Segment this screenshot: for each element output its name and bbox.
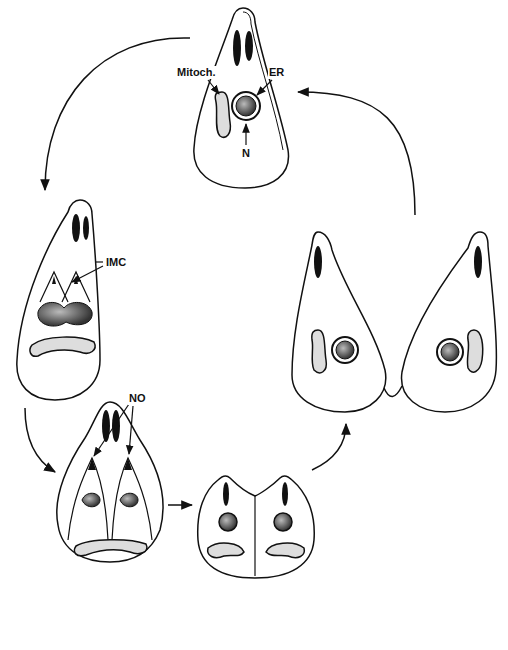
cycle-arrow: [168, 504, 192, 506]
separating-daughters: [292, 232, 496, 412]
cycle-arrow: [298, 92, 415, 215]
daughters-forming: [198, 476, 315, 578]
leader-lines: [72, 80, 272, 456]
part-label: N: [241, 147, 251, 160]
cycle-arrow: [25, 408, 55, 472]
part-label: IMC: [105, 256, 127, 269]
part-label: NO: [128, 392, 147, 405]
part-label: ER: [268, 66, 285, 79]
mother-cell: [194, 8, 289, 188]
part-label: Mitoch.: [176, 66, 217, 79]
cycle-arrow: [312, 424, 346, 470]
dividing-cell: [57, 402, 163, 562]
cycle-arrow: [45, 38, 190, 190]
budding-cell: [17, 200, 100, 400]
